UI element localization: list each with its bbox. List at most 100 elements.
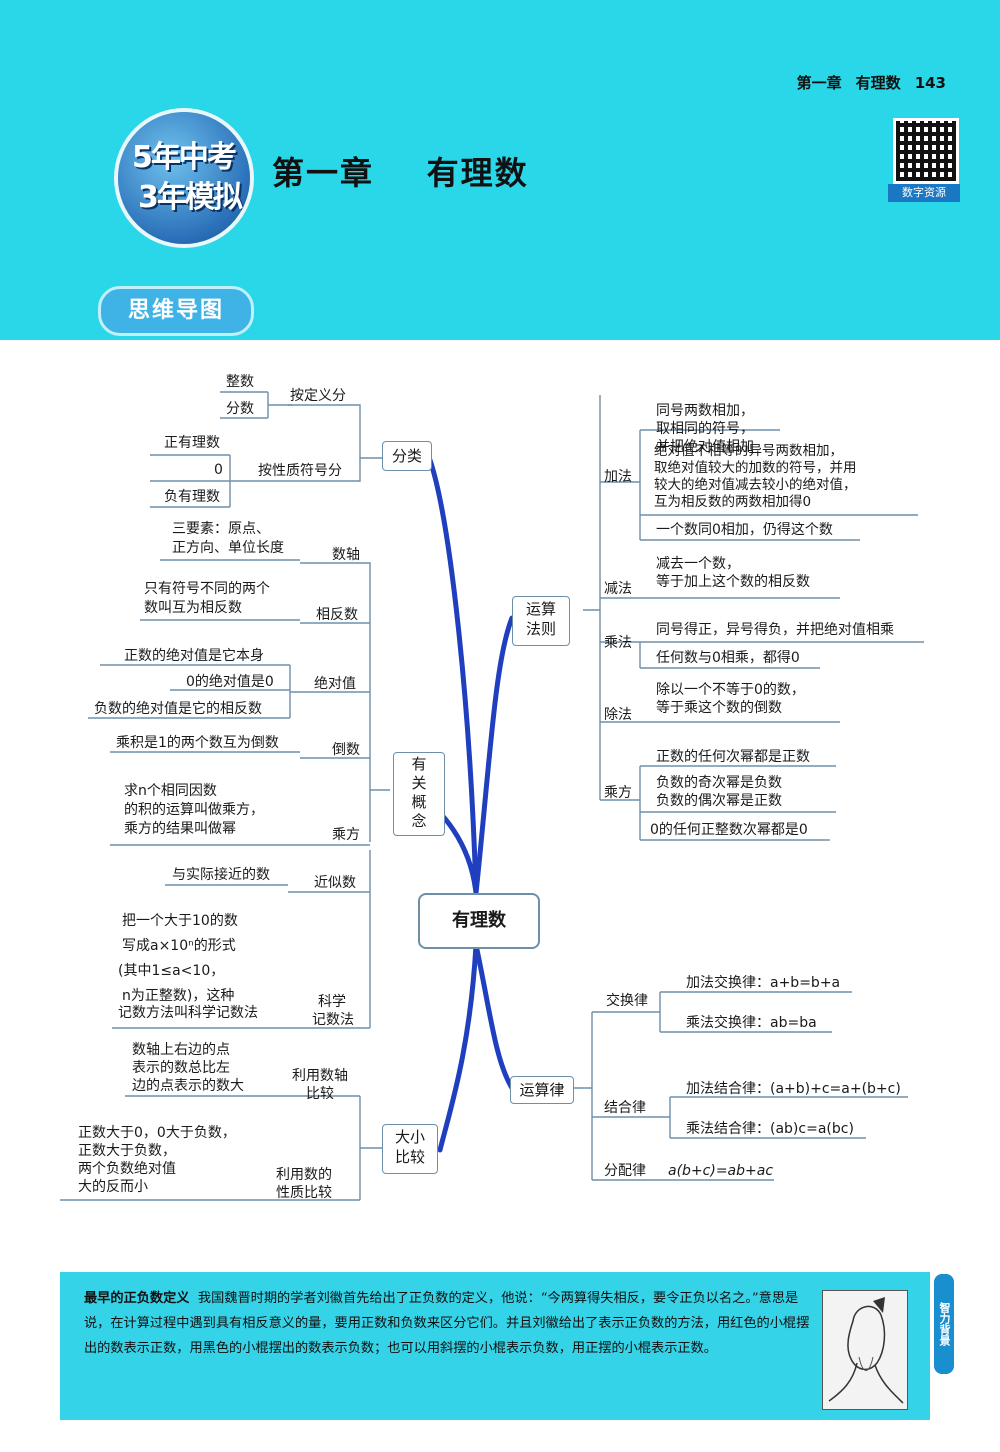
label-commutative: 交换律	[606, 993, 648, 1009]
portrait-sketch-icon	[828, 1297, 904, 1404]
running-chapter: 第一章	[796, 74, 842, 92]
text-prop-2: 正数大于负数，	[78, 1143, 176, 1159]
text-comm-add: 加法交换律：a+b=b+a	[686, 975, 841, 991]
label-absolute: 绝对值	[314, 676, 356, 692]
text-add-2c: 较大的绝对值减去较小的绝对值，	[654, 477, 857, 493]
portrait-image	[822, 1290, 908, 1410]
text-sci-5: 记数方法叫科学记数法	[118, 1005, 258, 1021]
label-reciprocal: 倒数	[332, 742, 360, 758]
qr-caption: 数字资源	[888, 184, 960, 202]
label-number-line: 数轴	[332, 547, 360, 563]
text-sci-1: 把一个大于10的数	[122, 913, 238, 929]
text-add-2a: 绝对值不相等的异号两数相加，	[654, 443, 843, 459]
text-add-1a: 同号两数相加，	[656, 403, 754, 419]
text-add-3: 一个数同0相加，仍得这个数	[656, 522, 833, 538]
text-comm-mul: 乘法交换律：ab=ba	[686, 1015, 817, 1031]
node-concepts: 有关概念	[393, 752, 445, 836]
running-head: 第一章有理数 143	[797, 72, 946, 93]
text-power-1: 求n个相同因数	[124, 783, 217, 799]
footer-badge: 智力背景	[934, 1274, 954, 1374]
label-by-prop-1: 利用数的	[276, 1167, 332, 1183]
page-number: 143	[914, 74, 946, 92]
text-abs-2: 0的绝对值是0	[186, 674, 274, 690]
qr-code-icon[interactable]	[893, 118, 959, 184]
item-integer: 整数	[226, 374, 254, 390]
text-axis-1: 数轴上右边的点	[132, 1042, 230, 1058]
text-number-line-2: 正方向、单位长度	[172, 540, 284, 556]
chapter-title: 第一章 有理数	[272, 154, 529, 192]
label-by-axis-1: 利用数轴	[292, 1068, 348, 1084]
node-concepts-label: 有关概念	[411, 755, 427, 830]
text-axis-2: 表示的数总比左	[132, 1060, 230, 1076]
center-node: 有理数	[418, 893, 540, 949]
text-distributive: a(b+c)=ab+ac	[668, 1163, 774, 1179]
label-div: 除法	[604, 707, 632, 723]
item-zero: 0	[214, 462, 223, 478]
item-negative-rational: 负有理数	[164, 489, 220, 505]
text-pow-2a: 负数的奇次幂是负数	[656, 775, 782, 791]
label-sci-1: 科学	[318, 994, 346, 1010]
text-prop-1: 正数大于0，0大于负数，	[78, 1125, 236, 1141]
text-sci-4: n为正整数)，这种	[122, 988, 235, 1004]
node-compare-label: 大小比较	[394, 1128, 425, 1166]
logo-line1: 5年中考	[132, 140, 237, 175]
text-number-line-1: 三要素：原点、	[172, 521, 270, 537]
text-pow-1: 正数的任何次幂都是正数	[656, 749, 810, 765]
text-sci-2: 写成a×10ⁿ的形式	[122, 938, 236, 954]
footer-body: 我国魏晋时期的学者刘徽首先给出了正负数的定义，他说：“今两算得失相反，要令正负以…	[84, 1291, 810, 1356]
text-axis-3: 边的点表示的数大	[132, 1078, 244, 1094]
text-sub-1: 减去一个数，	[656, 556, 740, 572]
text-opposite-1: 只有符号不同的两个	[144, 581, 270, 597]
text-power-2: 的积的运算叫做乘方，	[124, 802, 264, 818]
label-add: 加法	[604, 469, 632, 485]
text-assoc-add: 加法结合律：(a+b)+c=a+(b+c)	[686, 1081, 901, 1097]
label-associative: 结合律	[604, 1100, 646, 1116]
text-add-2d: 互为相反数的两数相加得0	[654, 494, 812, 510]
label-by-definition: 按定义分	[290, 388, 346, 404]
label-by-prop-2: 性质比较	[276, 1185, 332, 1201]
text-sci-3: (其中1≤a<10，	[118, 963, 225, 979]
label-sci-2: 记数法	[312, 1012, 354, 1028]
text-prop-4: 大的反而小	[78, 1179, 148, 1195]
text-add-1c: 并把绝对值相加	[656, 439, 754, 455]
text-abs-1: 正数的绝对值是它本身	[124, 648, 264, 664]
footer-background	[60, 1272, 930, 1420]
header-curve	[0, 240, 1000, 340]
text-mul-1: 同号得正，异号得负，并把绝对值相乘	[656, 622, 894, 638]
label-opposite: 相反数	[316, 607, 358, 623]
brand-logo: 5年中考 3年模拟	[118, 112, 250, 244]
text-prop-3: 两个负数绝对值	[78, 1161, 176, 1177]
text-approx: 与实际接近的数	[172, 867, 270, 883]
footer-paragraph: 最早的正负数定义 我国魏晋时期的学者刘徽首先给出了正负数的定义，他说：“今两算得…	[84, 1286, 810, 1361]
footer-heading: 最早的正负数定义	[84, 1291, 190, 1306]
logo-line2: 3年模拟	[138, 180, 243, 215]
text-mul-2: 任何数与0相乘，都得0	[656, 650, 800, 666]
node-rules: 运算法则	[512, 596, 570, 646]
node-classification: 分类	[382, 441, 432, 471]
running-title: 有理数	[855, 74, 901, 92]
text-div-1: 除以一个不等于0的数，	[656, 682, 805, 698]
text-pow-3: 0的任何正整数次幂都是0	[650, 822, 808, 838]
item-fraction: 分数	[226, 401, 254, 417]
text-sub-2: 等于加上这个数的相反数	[656, 574, 810, 590]
label-power: 乘方	[332, 827, 360, 843]
node-compare: 大小比较	[382, 1124, 438, 1174]
node-rules-label: 运算法则	[525, 600, 556, 638]
label-by-sign: 按性质符号分	[258, 463, 342, 479]
label-mul: 乘法	[604, 635, 632, 651]
text-reciprocal: 乘积是1的两个数互为倒数	[116, 735, 279, 751]
text-power-3: 乘方的结果叫做幂	[124, 821, 236, 837]
text-add-2b: 取绝对值较大的加数的符号，并用	[654, 460, 857, 476]
text-assoc-mul: 乘法结合律：(ab)c=a(bc)	[686, 1121, 854, 1137]
item-positive-rational: 正有理数	[164, 435, 220, 451]
label-approx: 近似数	[314, 875, 356, 891]
text-opposite-2: 数叫互为相反数	[144, 600, 242, 616]
text-pow-2b: 负数的偶次幂是正数	[656, 793, 782, 809]
label-sub: 减法	[604, 581, 632, 597]
node-laws: 运算律	[510, 1076, 574, 1104]
section-tag: 思维导图	[98, 286, 254, 336]
text-abs-3: 负数的绝对值是它的相反数	[94, 701, 262, 717]
label-pow: 乘方	[604, 785, 632, 801]
label-by-axis-2: 比较	[306, 1086, 334, 1102]
